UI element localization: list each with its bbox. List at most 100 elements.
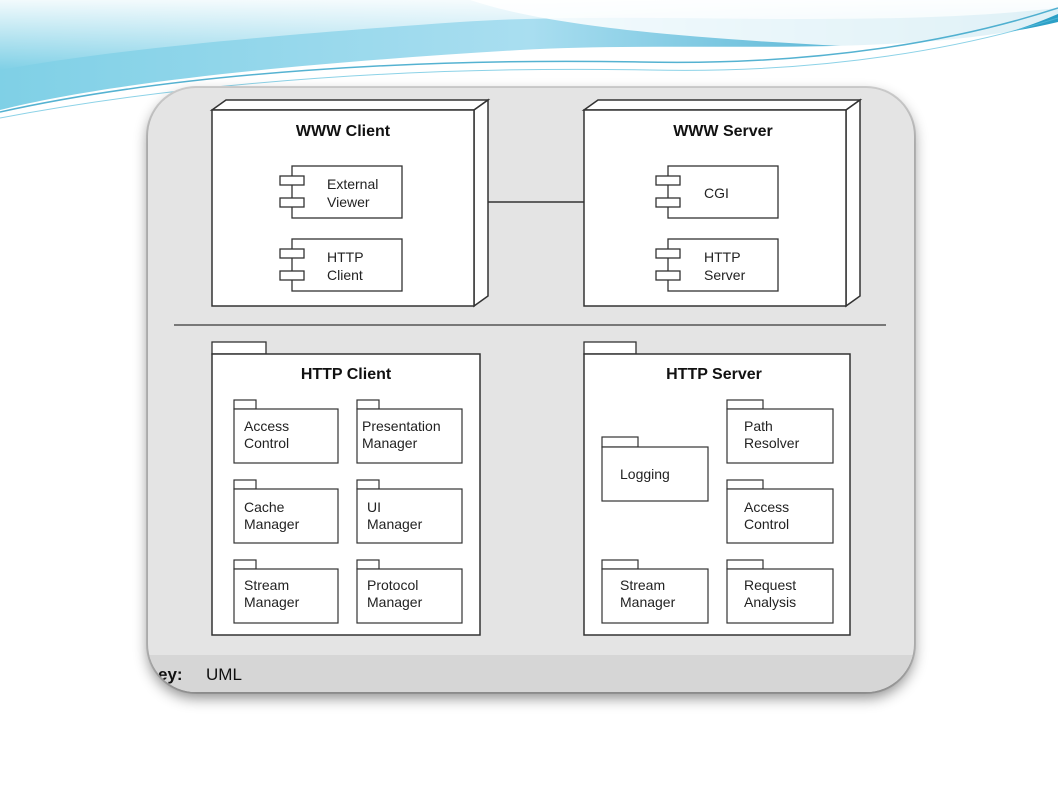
subpackage-body	[356, 488, 463, 544]
component-label-line1: CGI	[704, 185, 729, 201]
subpackage-tab	[726, 479, 764, 490]
www-client-node-side	[473, 98, 489, 308]
component-external-viewer: External Viewer	[279, 165, 403, 219]
subpackage-logging: Logging	[601, 436, 709, 502]
http-server-package: HTTP Server Logging Path Resolver Access	[583, 341, 851, 636]
www-client-node: WWW Client External Viewer HTTP Client	[209, 98, 491, 308]
subpackage-path-resolver: Path Resolver	[726, 399, 834, 464]
subpackage-label-line1: Stream	[244, 577, 289, 593]
http-client-title: HTTP Client	[301, 366, 392, 383]
subpackage-label-line1: Presentation	[362, 418, 441, 434]
component-tab-icon	[279, 197, 305, 208]
subpackage-stream-manager: Stream Manager	[601, 559, 709, 624]
subpackage-tab	[356, 559, 380, 570]
subpackage-tab	[233, 399, 257, 410]
subpackage-label-line1: Logging	[620, 466, 670, 482]
component-label-line2: Server	[704, 267, 746, 283]
subpackage-body	[726, 488, 834, 544]
subpackage-stream-manager: Stream Manager	[233, 559, 339, 624]
component-label-line1: HTTP	[704, 249, 741, 265]
package-tab	[211, 341, 267, 355]
subpackage-label-line1: Protocol	[367, 577, 418, 593]
subpackage-body	[233, 568, 339, 624]
component-label-line1: External	[327, 176, 378, 192]
component-tab-icon	[655, 248, 681, 259]
subpackage-cache-manager: Cache Manager	[233, 479, 339, 544]
subpackage-tab	[233, 559, 257, 570]
subpackage-body	[233, 488, 339, 544]
subpackage-tab	[356, 479, 380, 490]
subpackage-label-line1: Cache	[244, 499, 285, 515]
subpackage-tab	[601, 436, 639, 448]
subpackage-tab	[233, 479, 257, 490]
subpackage-label-line2: Control	[744, 516, 789, 532]
wave-line-1	[0, 7, 1058, 113]
subpackage-label-line2: Analysis	[744, 594, 796, 610]
www-server-node-top	[581, 99, 863, 111]
subpackage-request-analysis: Request Analysis	[726, 559, 834, 624]
wave-white-swoosh	[470, 0, 1058, 49]
component-tab-icon	[279, 175, 305, 186]
component-label-line2: Viewer	[327, 194, 370, 210]
component-tab-icon	[655, 175, 681, 186]
subpackage-label-line2: Manager	[244, 594, 300, 610]
subpackage-label-line1: UI	[367, 499, 381, 515]
component-http-server: HTTP Server	[655, 238, 779, 292]
subpackage-body	[233, 408, 339, 464]
component-body	[291, 238, 403, 292]
subpackage-presentation-manager: Presentation Manager	[356, 399, 463, 464]
component-body	[667, 165, 779, 219]
component-body	[667, 238, 779, 292]
subpackage-body	[356, 568, 463, 624]
subpackage-body	[601, 568, 709, 624]
www-server-node: WWW Server CGI HTTP Server	[581, 98, 863, 308]
http-server-title: HTTP Server	[666, 366, 762, 383]
subpackage-label-line1: Request	[744, 577, 796, 593]
subpackage-tab	[601, 559, 639, 570]
subpackage-tab	[726, 399, 764, 410]
component-label-line2: Client	[327, 267, 363, 283]
subpackage-label-line2: Manager	[620, 594, 676, 610]
component-tab-icon	[655, 270, 681, 281]
component-body	[291, 165, 403, 219]
subpackage-tab	[356, 399, 380, 410]
subpackage-tab	[726, 559, 764, 570]
component-tab-icon	[279, 270, 305, 281]
subpackage-label-line2: Manager	[367, 516, 423, 532]
www-client-node-top	[209, 99, 491, 111]
www-client-title: WWW Client	[296, 123, 391, 140]
subpackage-label-line1: Access	[744, 499, 789, 515]
diagram-frame: WWW Client External Viewer HTTP Client	[148, 88, 914, 692]
component-tab-icon	[655, 197, 681, 208]
subpackage-ui-manager: UI Manager	[356, 479, 463, 544]
subpackage-access-control: Access Control	[233, 399, 339, 464]
subpackage-label-line1: Stream	[620, 577, 665, 593]
component-label-line1: HTTP	[327, 249, 364, 265]
caption-value: UML	[206, 665, 242, 684]
subpackage-body	[726, 568, 834, 624]
subpackage-label-line1: Path	[744, 418, 773, 434]
subpackage-body	[601, 446, 709, 502]
subpackage-label-line2: Control	[244, 435, 289, 451]
subpackage-access-control: Access Control	[726, 479, 834, 544]
header-wave-decoration	[0, 0, 1058, 119]
subpackage-body	[726, 408, 834, 464]
component-tab-icon	[279, 248, 305, 259]
subpackage-label-line2: Resolver	[744, 435, 800, 451]
subpackage-label-line1: Access	[244, 418, 289, 434]
www-server-title: WWW Server	[673, 123, 773, 140]
subpackage-label-line2: Manager	[367, 594, 423, 610]
subpackage-label-line2: Manager	[244, 516, 300, 532]
package-tab	[583, 341, 637, 355]
subpackage-label-line2: Manager	[362, 435, 418, 451]
component-http-client: HTTP Client	[279, 238, 403, 292]
caption-key: ey:	[158, 665, 183, 684]
component-cgi: CGI	[655, 165, 779, 219]
uml-deployment-diagram: WWW Client External Viewer HTTP Client	[148, 98, 914, 692]
http-client-package: HTTP Client Access Control Presentation …	[211, 341, 481, 636]
subpackage-protocol-manager: Protocol Manager	[356, 559, 463, 624]
www-server-node-side	[845, 98, 861, 308]
subpackage-body	[356, 408, 463, 464]
caption-strip	[148, 655, 914, 692]
